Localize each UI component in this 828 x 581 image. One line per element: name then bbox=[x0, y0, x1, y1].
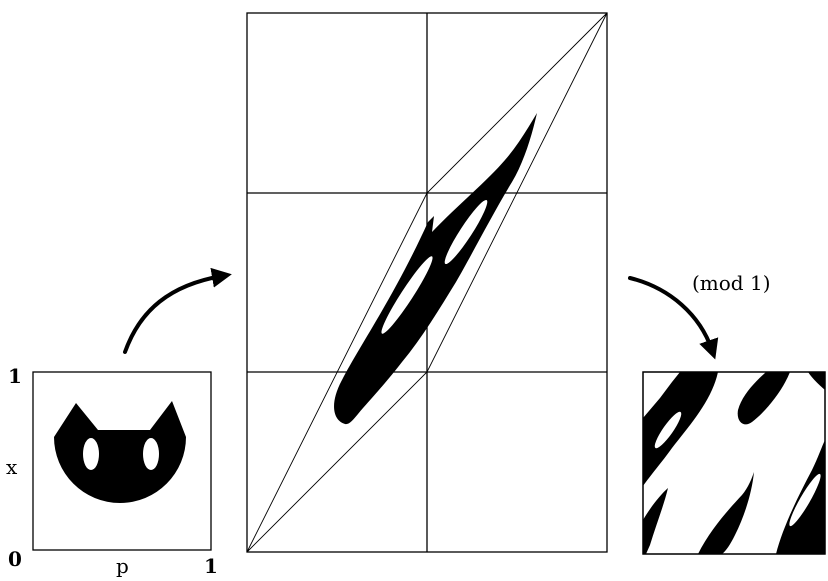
cat-face-icon bbox=[54, 401, 186, 503]
stretched-cat-panel bbox=[247, 13, 607, 552]
stretched-cat-shape bbox=[334, 113, 537, 424]
x-axis-label: p bbox=[116, 554, 129, 578]
curved-arrow-icon bbox=[125, 276, 222, 352]
origin-label: 0 bbox=[8, 547, 22, 571]
mod-label: (mod 1) bbox=[692, 271, 771, 295]
right-eye bbox=[143, 438, 159, 470]
original-cat-panel: 1 x 0 p 1 bbox=[6, 364, 218, 578]
y-axis-label: x bbox=[6, 455, 18, 479]
x-right-label: 1 bbox=[204, 554, 218, 578]
left-eye bbox=[83, 438, 99, 470]
wrapped-cat-panel bbox=[643, 372, 825, 554]
y-top-label: 1 bbox=[8, 364, 22, 388]
